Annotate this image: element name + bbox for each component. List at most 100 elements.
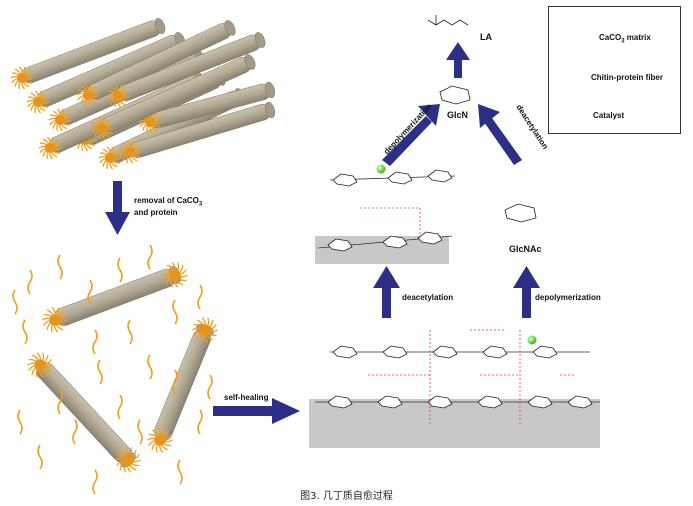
- deacetylation-arrow-left: [373, 266, 400, 318]
- chitin-fiber: [27, 269, 33, 295]
- chitin-fiber: [92, 329, 98, 355]
- legend-matrix-sub: 3: [621, 38, 625, 45]
- sugar-rings: [327, 169, 593, 409]
- caco3-rod: [42, 262, 188, 333]
- chitin-fiber: [172, 369, 178, 395]
- catalyst-lower: [527, 335, 537, 345]
- chitin-fiber: [147, 244, 153, 270]
- glucose-ring: [482, 345, 508, 359]
- chitin-fiber: [37, 444, 43, 470]
- chitin-fiber: [177, 459, 183, 485]
- fiber-tuft: [26, 90, 50, 114]
- caco3-rod: [27, 352, 141, 473]
- glcn-ring: [439, 85, 471, 105]
- chitin-fiber: [207, 374, 213, 400]
- removal-label-text: removal of CaCO: [134, 196, 199, 205]
- self-healing-arrow: [213, 398, 300, 424]
- legend: CaCO3 matrix Chitin-protein fiber Cataly…: [548, 6, 681, 134]
- depolymerization-arrow-right: [513, 266, 540, 318]
- chitin-fiber: [12, 289, 18, 315]
- chitin-fiber: [57, 389, 63, 415]
- legend-matrix-tail: matrix: [624, 33, 651, 42]
- hydrogen-bonds: [360, 207, 575, 425]
- glucose-ring: [427, 395, 453, 409]
- caco3-rod: [118, 101, 276, 164]
- chitin-fiber: [57, 254, 63, 280]
- glucose-ring: [417, 231, 443, 245]
- chitin-fiber: [117, 257, 123, 283]
- matrix-slab-bottom: [309, 399, 600, 448]
- caco3-rod: [10, 18, 166, 90]
- chitin-fiber: [127, 319, 133, 345]
- removal-label-sub: 3: [198, 201, 203, 208]
- legend-matrix-label: CaCO: [599, 33, 622, 42]
- glucose-ring: [332, 345, 358, 359]
- fiber-tuft: [76, 83, 100, 107]
- glucose-ring: [387, 171, 413, 185]
- glucose-ring: [327, 395, 353, 409]
- chitin-fiber: [147, 354, 153, 380]
- legend-item-catalyst: Catalyst: [593, 111, 625, 120]
- glucose-ring: [382, 345, 408, 359]
- legend-item-matrix: CaCO3 matrix: [599, 33, 651, 45]
- la-label: LA: [480, 32, 492, 42]
- legend-item-fiber: Chitin-protein fiber: [591, 73, 663, 82]
- rod-bundle: [10, 18, 276, 170]
- fiber-tuft: [10, 66, 34, 90]
- la-arrow: [446, 42, 470, 78]
- fiber-tuft: [106, 84, 130, 108]
- fiber-tuft: [115, 447, 141, 473]
- chitin-fiber: [72, 419, 78, 445]
- fiber-tuft: [27, 352, 53, 378]
- fiber-tuft: [192, 317, 218, 343]
- caco3-rod: [106, 32, 266, 108]
- glucose-ring: [382, 235, 408, 249]
- glucose-ring: [477, 395, 503, 409]
- chitin-fiber: [197, 284, 203, 310]
- self-healing-label: self-healing: [224, 393, 269, 402]
- deacetylation-label: deacetylation: [402, 293, 454, 302]
- fiber-tuft: [42, 307, 68, 333]
- glucose-ring: [332, 173, 358, 187]
- glcnac-ring: [504, 203, 537, 223]
- caco3-rod: [138, 81, 276, 134]
- chitin-fiber: [87, 279, 93, 305]
- fiber-tuft: [98, 146, 122, 170]
- removal-label-line2: and protein: [134, 208, 178, 217]
- fiber-tuft: [48, 108, 72, 132]
- fiber-tuft: [118, 140, 142, 164]
- removal-label-line1: removal of CaCO3: [134, 196, 202, 208]
- caco3-rod: [76, 20, 236, 107]
- deacetylation-arrow-diagonal: [478, 104, 522, 165]
- chitin-fiber: [97, 359, 103, 385]
- fiber-tuft: [38, 136, 62, 160]
- glucose-ring: [377, 395, 403, 409]
- caco3-rod: [147, 317, 218, 453]
- chitin-fiber: [92, 469, 98, 495]
- chitin-fiber: [117, 394, 123, 420]
- glcn-label: GlcN: [447, 110, 469, 120]
- catalyst-upper: [376, 164, 386, 174]
- glucose-ring: [427, 169, 453, 183]
- glucose-ring: [327, 238, 353, 252]
- chain-lines: [315, 175, 600, 403]
- chitin-fiber: [172, 299, 178, 325]
- glucose-ring: [432, 345, 458, 359]
- depolymerization-arrow-diagonal: [382, 104, 440, 166]
- fiber-tuft: [90, 116, 114, 140]
- scattered-rods-fibers: [12, 244, 218, 495]
- caco3-rod: [90, 54, 256, 140]
- fiber-tuft: [162, 262, 188, 288]
- glucose-ring: [567, 395, 593, 409]
- figure-caption: 图3. 几丁质自愈过程: [300, 491, 393, 502]
- depolymerization-label: depolymerization: [535, 293, 601, 302]
- chitin-fiber: [22, 319, 28, 345]
- fiber-tuft: [147, 427, 173, 453]
- la-molecule: [427, 15, 469, 26]
- glucose-ring: [527, 395, 553, 409]
- removal-arrow: [105, 181, 130, 235]
- chitin-fiber: [197, 409, 203, 435]
- chitin-fiber: [17, 409, 23, 435]
- chitin-fiber: [137, 419, 143, 445]
